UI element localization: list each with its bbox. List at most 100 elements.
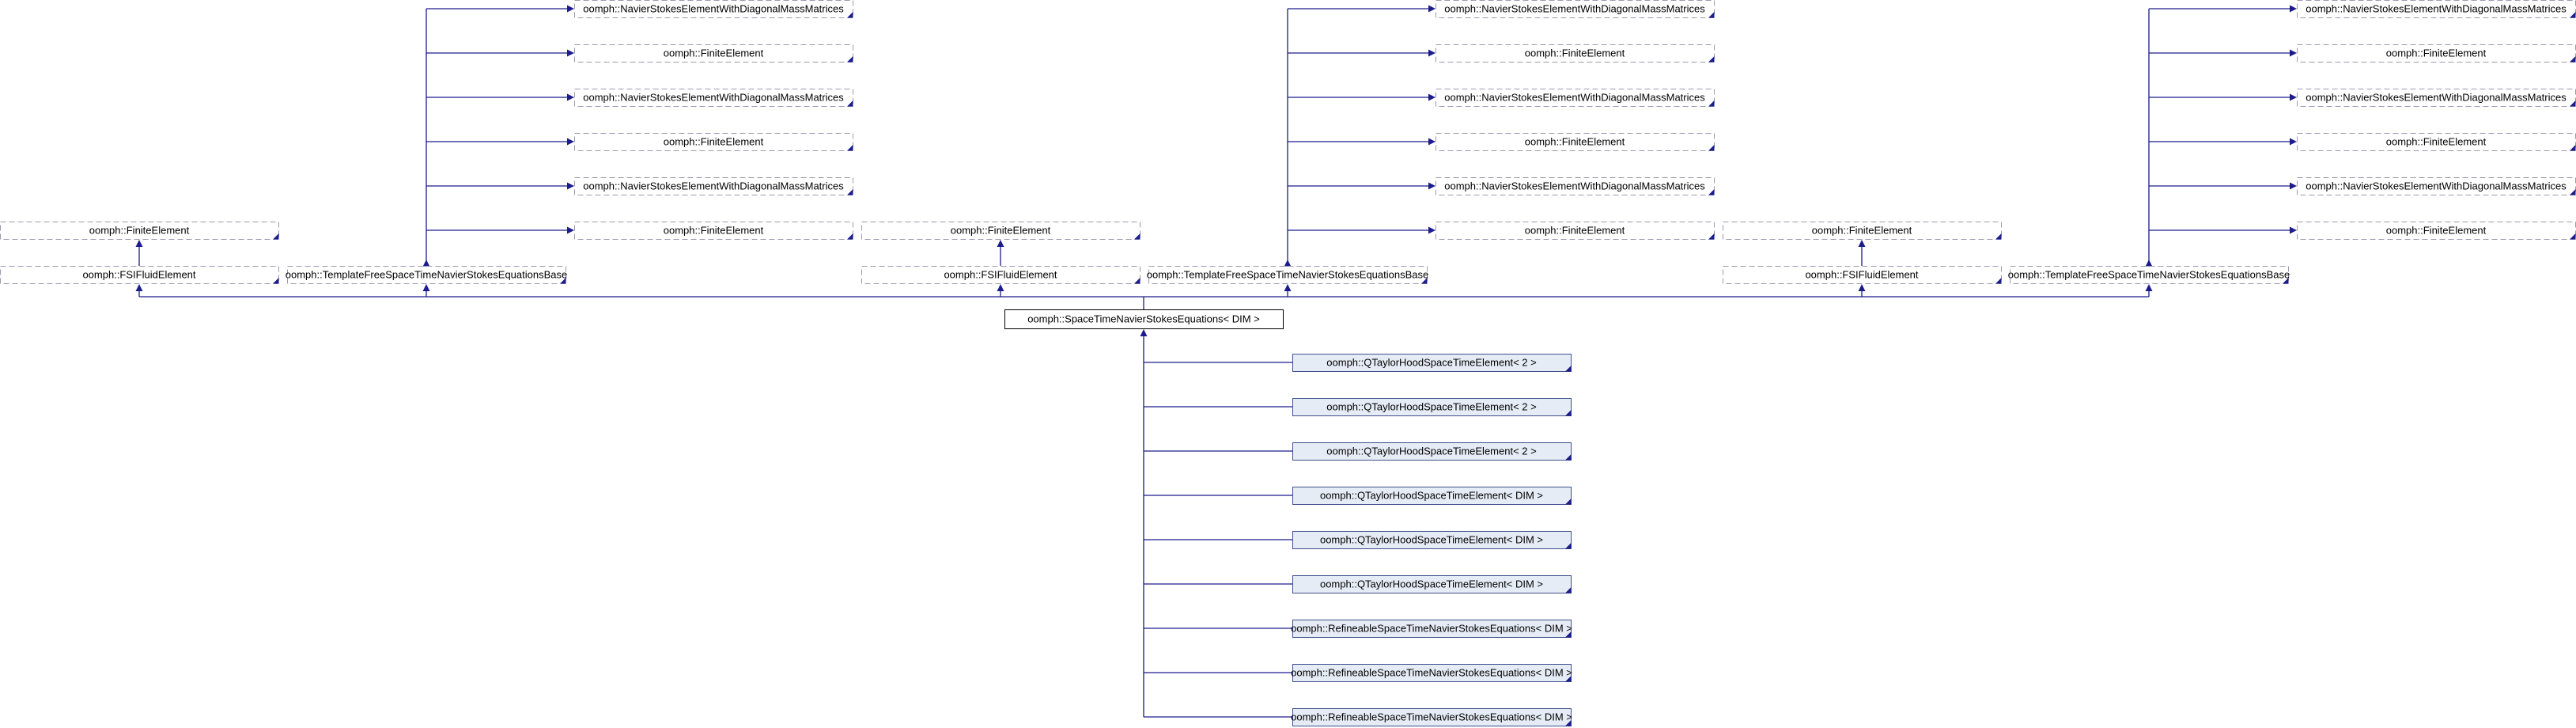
group-0-fsi-fluid-element[interactable]: oomph::FSIFluidElement	[0, 266, 279, 284]
group-0-fsi-fluid-element-label: oomph::FSIFluidElement	[82, 269, 195, 281]
group-1-fsi-parent-arrow	[997, 240, 1004, 247]
group-1-template-parent-3-box	[1436, 133, 1715, 151]
group-2-fsi-fluid-element[interactable]: oomph::FSIFluidElement	[1723, 266, 2002, 284]
group-1-template-parent-2-box	[1436, 89, 1715, 107]
group-2-template-free-base[interactable]: oomph::TemplateFreeSpaceTimeNavierStokes…	[2008, 266, 2290, 284]
group-1-template-parent-4-box	[1436, 177, 1715, 195]
child-class-0-box	[1292, 354, 1572, 372]
child-class-8-corner	[1565, 720, 1572, 726]
child-class-3-corner	[1565, 499, 1572, 505]
group-2-template-parent-arrow-4	[2290, 182, 2297, 190]
group-1-template-parent-arrow-4	[1428, 182, 1436, 190]
group-0-template-parent-0[interactable]: oomph::NavierStokesElementWithDiagonalMa…	[574, 0, 853, 18]
group-1-template-free-base[interactable]: oomph::TemplateFreeSpaceTimeNavierStokes…	[1147, 266, 1428, 284]
child-class-5[interactable]: oomph::QTaylorHoodSpaceTimeElement< DIM …	[1292, 575, 1572, 593]
group-2-template-parent-3-corner	[2570, 145, 2576, 151]
group-2-template-drop-arrow	[2145, 284, 2153, 291]
group-0-template-free-base-label: oomph::TemplateFreeSpaceTimeNavierStokes…	[286, 269, 567, 281]
group-1-template-parent-arrow-5	[1428, 226, 1436, 234]
child-class-2[interactable]: oomph::QTaylorHoodSpaceTimeElement< 2 >	[1292, 442, 1572, 461]
group-2-template-parent-1[interactable]: oomph::FiniteElement	[2297, 44, 2576, 63]
child-class-8-label: oomph::RefineableSpaceTimeNavierStokesEq…	[1291, 711, 1572, 723]
child-class-7-corner	[1565, 676, 1572, 682]
child-class-0-corner	[1565, 366, 1572, 372]
group-0-template-parent-3-label: oomph::FiniteElement	[664, 136, 764, 148]
group-0-fsi-parent-finite-element-label: oomph::FiniteElement	[89, 225, 190, 237]
group-0-template-parent-2-label: oomph::NavierStokesElementWithDiagonalMa…	[583, 92, 844, 104]
group-2-template-parent-5[interactable]: oomph::FiniteElement	[2297, 222, 2576, 240]
group-1-template-parent-0[interactable]: oomph::NavierStokesElementWithDiagonalMa…	[1436, 0, 1715, 18]
child-class-1-corner	[1565, 410, 1572, 416]
child-class-3[interactable]: oomph::QTaylorHoodSpaceTimeElement< DIM …	[1292, 487, 1572, 505]
group-0-template-parent-0-box	[574, 0, 853, 18]
child-class-5-label: oomph::QTaylorHoodSpaceTimeElement< DIM …	[1320, 578, 1543, 590]
group-1-template-parent-4-corner	[1708, 189, 1715, 195]
group-1-template-parent-1[interactable]: oomph::FiniteElement	[1436, 44, 1715, 63]
child-class-1-label: oomph::QTaylorHoodSpaceTimeElement< 2 >	[1326, 401, 1536, 413]
child-class-0-label: oomph::QTaylorHoodSpaceTimeElement< 2 >	[1326, 357, 1536, 369]
group-1-template-parent-arrow-2	[1428, 93, 1436, 101]
group-0-fsi-parent-arrow	[135, 240, 143, 247]
group-0-template-parent-0-corner	[847, 12, 853, 18]
group-1-fsi-fluid-element[interactable]: oomph::FSIFluidElement	[861, 266, 1140, 284]
group-2-template-parent-1-label: oomph::FiniteElement	[2386, 47, 2487, 59]
child-class-6-corner	[1565, 631, 1572, 638]
child-class-3-label: oomph::QTaylorHoodSpaceTimeElement< DIM …	[1320, 490, 1543, 502]
group-2-template-parent-4[interactable]: oomph::NavierStokesElementWithDiagonalMa…	[2297, 177, 2576, 195]
group-0-template-parent-1-box	[574, 44, 853, 63]
group-2-fsi-parent-finite-element-box	[1723, 222, 2002, 240]
edges-layer	[135, 5, 2297, 718]
main-class-node[interactable]: oomph::SpaceTimeNavierStokesEquations< D…	[1004, 309, 1284, 329]
group-1-template-parent-3[interactable]: oomph::FiniteElement	[1436, 133, 1715, 151]
group-0-template-parent-5-box	[574, 222, 853, 240]
child-class-4-label: oomph::QTaylorHoodSpaceTimeElement< DIM …	[1320, 534, 1543, 546]
group-2-template-parent-5-corner	[2570, 233, 2576, 240]
group-1-template-parent-4[interactable]: oomph::NavierStokesElementWithDiagonalMa…	[1436, 177, 1715, 195]
group-1-template-free-base-label: oomph::TemplateFreeSpaceTimeNavierStokes…	[1147, 269, 1428, 281]
group-2-template-parent-3[interactable]: oomph::FiniteElement	[2297, 133, 2576, 151]
group-2-template-parent-3-label: oomph::FiniteElement	[2386, 136, 2487, 148]
main-class-node-label: oomph::SpaceTimeNavierStokesEquations< D…	[1027, 313, 1260, 325]
child-class-2-box	[1292, 442, 1572, 461]
group-1-template-parent-1-box	[1436, 44, 1715, 63]
child-class-8[interactable]: oomph::RefineableSpaceTimeNavierStokesEq…	[1291, 708, 1572, 726]
group-0-template-parent-1-label: oomph::FiniteElement	[664, 47, 764, 59]
group-1-template-parent-5[interactable]: oomph::FiniteElement	[1436, 222, 1715, 240]
group-0-template-free-base[interactable]: oomph::TemplateFreeSpaceTimeNavierStokes…	[286, 266, 567, 284]
child-class-4[interactable]: oomph::QTaylorHoodSpaceTimeElement< DIM …	[1292, 531, 1572, 549]
group-2-template-parent-0-label: oomph::NavierStokesElementWithDiagonalMa…	[2306, 3, 2567, 15]
group-1-template-parent-2[interactable]: oomph::NavierStokesElementWithDiagonalMa…	[1436, 89, 1715, 107]
group-0-template-parent-4-label: oomph::NavierStokesElementWithDiagonalMa…	[583, 180, 844, 192]
child-class-6[interactable]: oomph::RefineableSpaceTimeNavierStokesEq…	[1291, 620, 1572, 638]
group-2-template-parent-2[interactable]: oomph::NavierStokesElementWithDiagonalMa…	[2297, 89, 2576, 107]
group-2-template-parent-arrow-0	[2290, 5, 2297, 13]
group-2-template-parent-4-corner	[2570, 189, 2576, 195]
group-2-template-parent-arrow-1	[2290, 49, 2297, 57]
group-0-template-parent-arrow-4	[567, 182, 574, 190]
children-trunk-arrow	[1140, 329, 1148, 336]
group-2-fsi-parent-finite-element[interactable]: oomph::FiniteElement	[1723, 222, 2002, 240]
group-0-template-parent-1[interactable]: oomph::FiniteElement	[574, 44, 853, 63]
group-2-template-free-base-box	[2010, 266, 2289, 284]
group-1-fsi-parent-finite-element-box	[861, 222, 1140, 240]
child-class-4-box	[1292, 531, 1572, 549]
group-0-template-drop-arrow	[422, 284, 430, 291]
child-class-2-corner	[1565, 454, 1572, 461]
group-0-fsi-parent-finite-element[interactable]: oomph::FiniteElement	[0, 222, 279, 240]
child-class-0[interactable]: oomph::QTaylorHoodSpaceTimeElement< 2 >	[1292, 354, 1572, 372]
group-0-template-parent-2[interactable]: oomph::NavierStokesElementWithDiagonalMa…	[574, 89, 853, 107]
group-0-template-parent-4[interactable]: oomph::NavierStokesElementWithDiagonalMa…	[574, 177, 853, 195]
group-1-fsi-parent-finite-element-corner	[1134, 233, 1140, 240]
group-2-template-parent-0[interactable]: oomph::NavierStokesElementWithDiagonalMa…	[2297, 0, 2576, 18]
child-class-1[interactable]: oomph::QTaylorHoodSpaceTimeElement< 2 >	[1292, 398, 1572, 416]
group-2-template-parent-arrow-5	[2290, 226, 2297, 234]
group-0-template-parent-4-box	[574, 177, 853, 195]
child-class-7[interactable]: oomph::RefineableSpaceTimeNavierStokesEq…	[1291, 664, 1572, 682]
group-0-fsi-fluid-element-corner	[273, 278, 279, 284]
group-1-fsi-parent-finite-element[interactable]: oomph::FiniteElement	[861, 222, 1140, 240]
group-0-template-parent-3[interactable]: oomph::FiniteElement	[574, 133, 853, 151]
group-2-template-free-base-label: oomph::TemplateFreeSpaceTimeNavierStokes…	[2008, 269, 2290, 281]
group-1-template-parent-3-corner	[1708, 145, 1715, 151]
group-0-template-parent-5[interactable]: oomph::FiniteElement	[574, 222, 853, 240]
